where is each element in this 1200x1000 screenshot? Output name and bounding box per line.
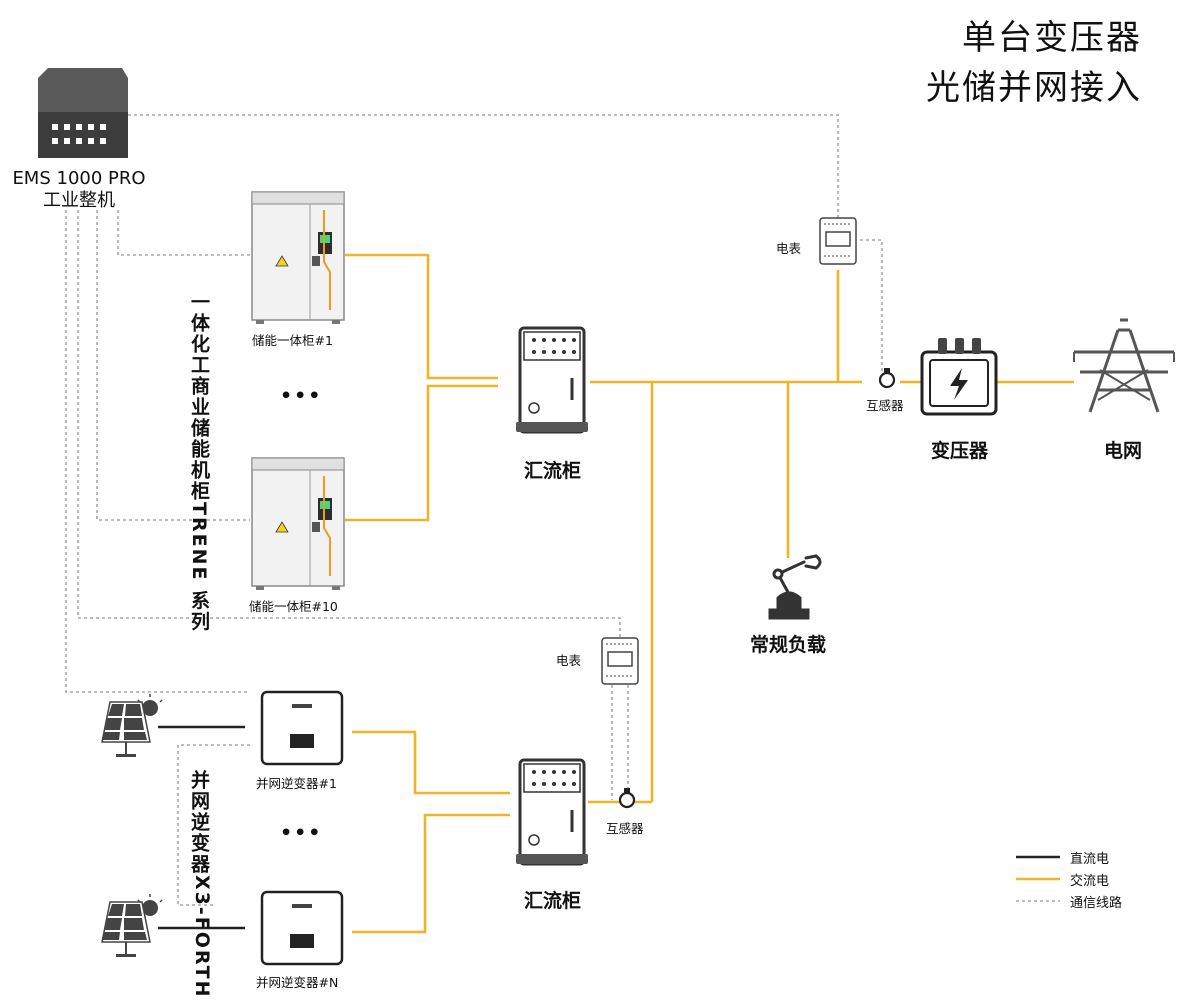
storage-series-desc: 一体化工商业储能机柜	[188, 292, 210, 502]
grid-label: 电网	[1104, 440, 1143, 462]
power-tower-icon	[1073, 318, 1175, 413]
inverter-icon	[260, 890, 344, 966]
ac-invertern-combiner	[352, 813, 510, 934]
inverter-1-label: 并网逆变器#1	[256, 776, 337, 791]
storage-series-name: TRENE 系列	[188, 502, 210, 633]
meter-icon	[601, 637, 639, 685]
load-label: 常规负载	[750, 634, 827, 656]
ct-top-label: 互感器	[866, 398, 904, 413]
dc-lines	[158, 725, 245, 930]
meter-bottom-label: 电表	[556, 653, 582, 668]
inverter-series-desc: 并网逆变器	[188, 770, 210, 875]
ems-device-icon	[38, 68, 128, 158]
legend-comm-label: 通信线路	[1070, 896, 1123, 911]
ems-model: EMS 1000 PRO	[12, 168, 146, 189]
ac-cabinet10-combiner	[345, 384, 498, 522]
robot-arm-icon	[768, 554, 822, 620]
comm-meter-top-ct	[860, 239, 883, 372]
inverter-series-name: X3-FORTH	[191, 875, 213, 999]
comm-inverter-bus	[177, 744, 250, 906]
solar-panel-icon	[101, 894, 163, 957]
ems-subtitle: 工业整机	[43, 190, 115, 211]
inverter-series-label: X3-FORTH 并网逆变器	[186, 770, 213, 999]
cabinet-ellipsis: •••	[280, 385, 323, 407]
comm-ems-meter-top	[128, 114, 839, 218]
comm-ems-inverters	[65, 210, 250, 693]
inverter-icon	[260, 690, 344, 766]
current-transformer-icon	[878, 368, 896, 389]
comm-ems-cabinet1	[117, 210, 250, 256]
title-line-2: 光储并网接入	[926, 68, 1142, 108]
storage-cabinet-icon	[251, 191, 345, 324]
combiner-bottom-label: 汇流柜	[524, 890, 582, 912]
ems-label: EMS 1000 PRO 工业整机	[6, 168, 152, 212]
storage-series-label: TRENE 系列 一体化工商业储能机柜	[186, 292, 213, 632]
title-line-1: 单台变压器	[962, 18, 1142, 58]
ac-cabinet1-combiner	[345, 253, 498, 380]
legend-ac-label: 交流电	[1070, 874, 1110, 889]
comm-ems-meter-bottom	[77, 210, 621, 638]
comm-ems-cabinet10	[96, 210, 250, 521]
legend-swatches	[1016, 855, 1060, 902]
inverter-ellipsis: •••	[280, 822, 323, 844]
transformer-icon	[920, 338, 998, 416]
meter-icon	[819, 217, 857, 265]
ac-lines	[345, 253, 1074, 934]
current-transformer-icon	[618, 788, 636, 809]
solar-panel-icon	[101, 694, 163, 757]
legend-dc-label: 直流电	[1070, 852, 1110, 867]
combiner-cabinet-icon	[516, 326, 588, 434]
transformer-label: 变压器	[931, 440, 989, 462]
meter-top-label: 电表	[776, 241, 802, 256]
ac-inverter1-combiner	[352, 730, 510, 795]
cabinet-1-label: 储能一体柜#1	[252, 333, 333, 348]
storage-cabinet-icon	[251, 457, 345, 590]
communication-lines	[65, 114, 883, 906]
inverter-n-label: 并网逆变器#N	[256, 975, 339, 990]
ct-bottom-label: 互感器	[606, 821, 644, 836]
combiner-cabinet-icon	[516, 758, 588, 866]
combiner-top-label: 汇流柜	[524, 460, 582, 482]
cabinet-10-label: 储能一体柜#10	[249, 599, 338, 614]
